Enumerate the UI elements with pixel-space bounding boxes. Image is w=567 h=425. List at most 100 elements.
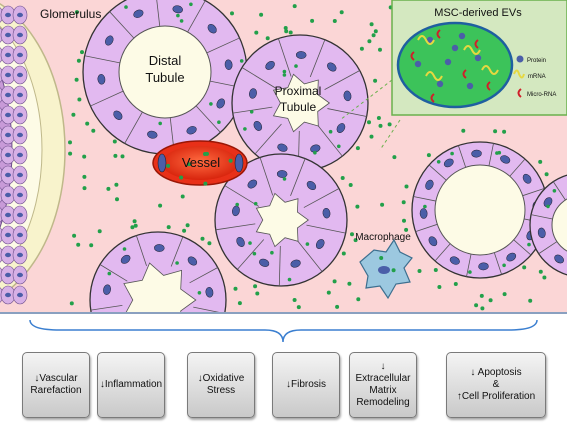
ev-dot xyxy=(391,268,396,273)
effect-fibrosis: ↓Fibrosis xyxy=(272,352,340,418)
kidney-scene: Glomerulus Distal Tubule Proximal Tubule… xyxy=(0,0,567,312)
ev-dot xyxy=(392,155,397,160)
nucleus xyxy=(5,272,11,278)
ev-dot xyxy=(106,186,111,191)
tubule-right xyxy=(411,141,549,279)
ev-body xyxy=(396,21,514,109)
ev-dot xyxy=(417,269,422,273)
ev-dot xyxy=(373,78,378,83)
microrna-legend-icon xyxy=(517,88,522,98)
ev-dot xyxy=(292,4,297,9)
ev-dot xyxy=(74,10,79,15)
nucleus xyxy=(5,32,11,38)
ev-dot xyxy=(528,298,533,303)
callout-line xyxy=(379,119,401,151)
nucleus xyxy=(187,256,198,266)
nucleus xyxy=(97,74,106,85)
ev-dot xyxy=(283,26,288,30)
ev-dot xyxy=(296,305,301,310)
tubule-lower-middle xyxy=(214,153,348,287)
callout-line xyxy=(339,79,393,121)
ev-dot xyxy=(130,225,135,230)
ev-dot xyxy=(369,22,374,27)
protein xyxy=(474,54,482,62)
nucleus xyxy=(17,72,23,78)
ev-dot xyxy=(433,268,438,272)
ev-dot xyxy=(112,139,117,144)
ev-dot xyxy=(527,242,531,247)
distal-tubule-label-1: Distal xyxy=(149,53,182,68)
nucleus xyxy=(105,35,114,46)
ev-dot xyxy=(158,121,162,126)
ev-dot xyxy=(371,33,376,38)
ev-dot xyxy=(91,128,96,133)
ev-dot xyxy=(158,203,163,208)
nucleus xyxy=(224,59,233,70)
ev-dot xyxy=(495,151,499,155)
nucleus xyxy=(17,232,23,238)
protein-legend-icon xyxy=(516,55,524,63)
lumen xyxy=(272,73,331,133)
ev-dot xyxy=(180,194,185,199)
nucleus xyxy=(207,24,217,34)
ev-dot xyxy=(356,297,361,302)
protein xyxy=(466,82,474,90)
nucleus xyxy=(17,132,23,138)
ev-dot xyxy=(237,301,242,306)
nucleus xyxy=(17,212,23,218)
ev-dot xyxy=(387,122,392,127)
ev-dot xyxy=(259,12,264,17)
ev-dot xyxy=(337,144,341,149)
nucleus xyxy=(265,61,275,70)
nucleus xyxy=(425,179,434,190)
ev-dot xyxy=(284,29,289,34)
curly-brace xyxy=(29,319,538,343)
nucleus xyxy=(147,130,158,139)
microrna xyxy=(436,29,441,39)
ev-inset xyxy=(391,0,567,116)
nucleus xyxy=(247,179,258,189)
ev-dot xyxy=(292,298,297,302)
ev-dot xyxy=(253,284,258,289)
ev-dot xyxy=(132,219,137,224)
ev-dot xyxy=(176,13,180,18)
ev-dot xyxy=(203,181,208,186)
ev-dot xyxy=(369,134,374,139)
protein xyxy=(458,32,466,40)
ev-dot xyxy=(82,186,87,191)
nucleus xyxy=(478,262,489,271)
ev-dot xyxy=(404,184,409,189)
ev-dot xyxy=(294,64,298,68)
microrna-legend-label: Micro-RNA xyxy=(527,92,556,98)
nucleus xyxy=(290,259,301,268)
ev-dot xyxy=(502,263,506,268)
vessel-label: Vessel xyxy=(182,155,220,170)
nucleus xyxy=(103,284,111,295)
distal-tubule xyxy=(82,0,248,155)
nucleus xyxy=(17,32,23,38)
ev-dot xyxy=(197,291,202,295)
nucleus xyxy=(5,152,11,158)
ev-dot xyxy=(76,242,81,247)
nucleus xyxy=(17,12,23,18)
ev-dot xyxy=(353,238,358,243)
effect-vascular-rarefaction: ↓Vascular Rarefaction xyxy=(22,352,90,418)
ev-dot xyxy=(85,121,90,126)
endothelial-nucleus xyxy=(157,153,167,173)
distal-tubule-label-2: Tubule xyxy=(145,70,184,85)
ev-dot xyxy=(538,159,543,164)
ev-dot xyxy=(436,160,441,164)
nucleus xyxy=(295,51,307,59)
ev-dot xyxy=(179,175,184,180)
lumen xyxy=(123,262,197,312)
ev-dot xyxy=(182,228,187,233)
ev-dot xyxy=(328,129,333,134)
nucleus xyxy=(17,192,23,198)
nucleus xyxy=(5,72,11,78)
ev-dot xyxy=(339,10,344,15)
microrna xyxy=(430,93,435,103)
mrna xyxy=(481,65,499,75)
ev-dot xyxy=(120,154,125,159)
nucleus xyxy=(306,181,317,191)
